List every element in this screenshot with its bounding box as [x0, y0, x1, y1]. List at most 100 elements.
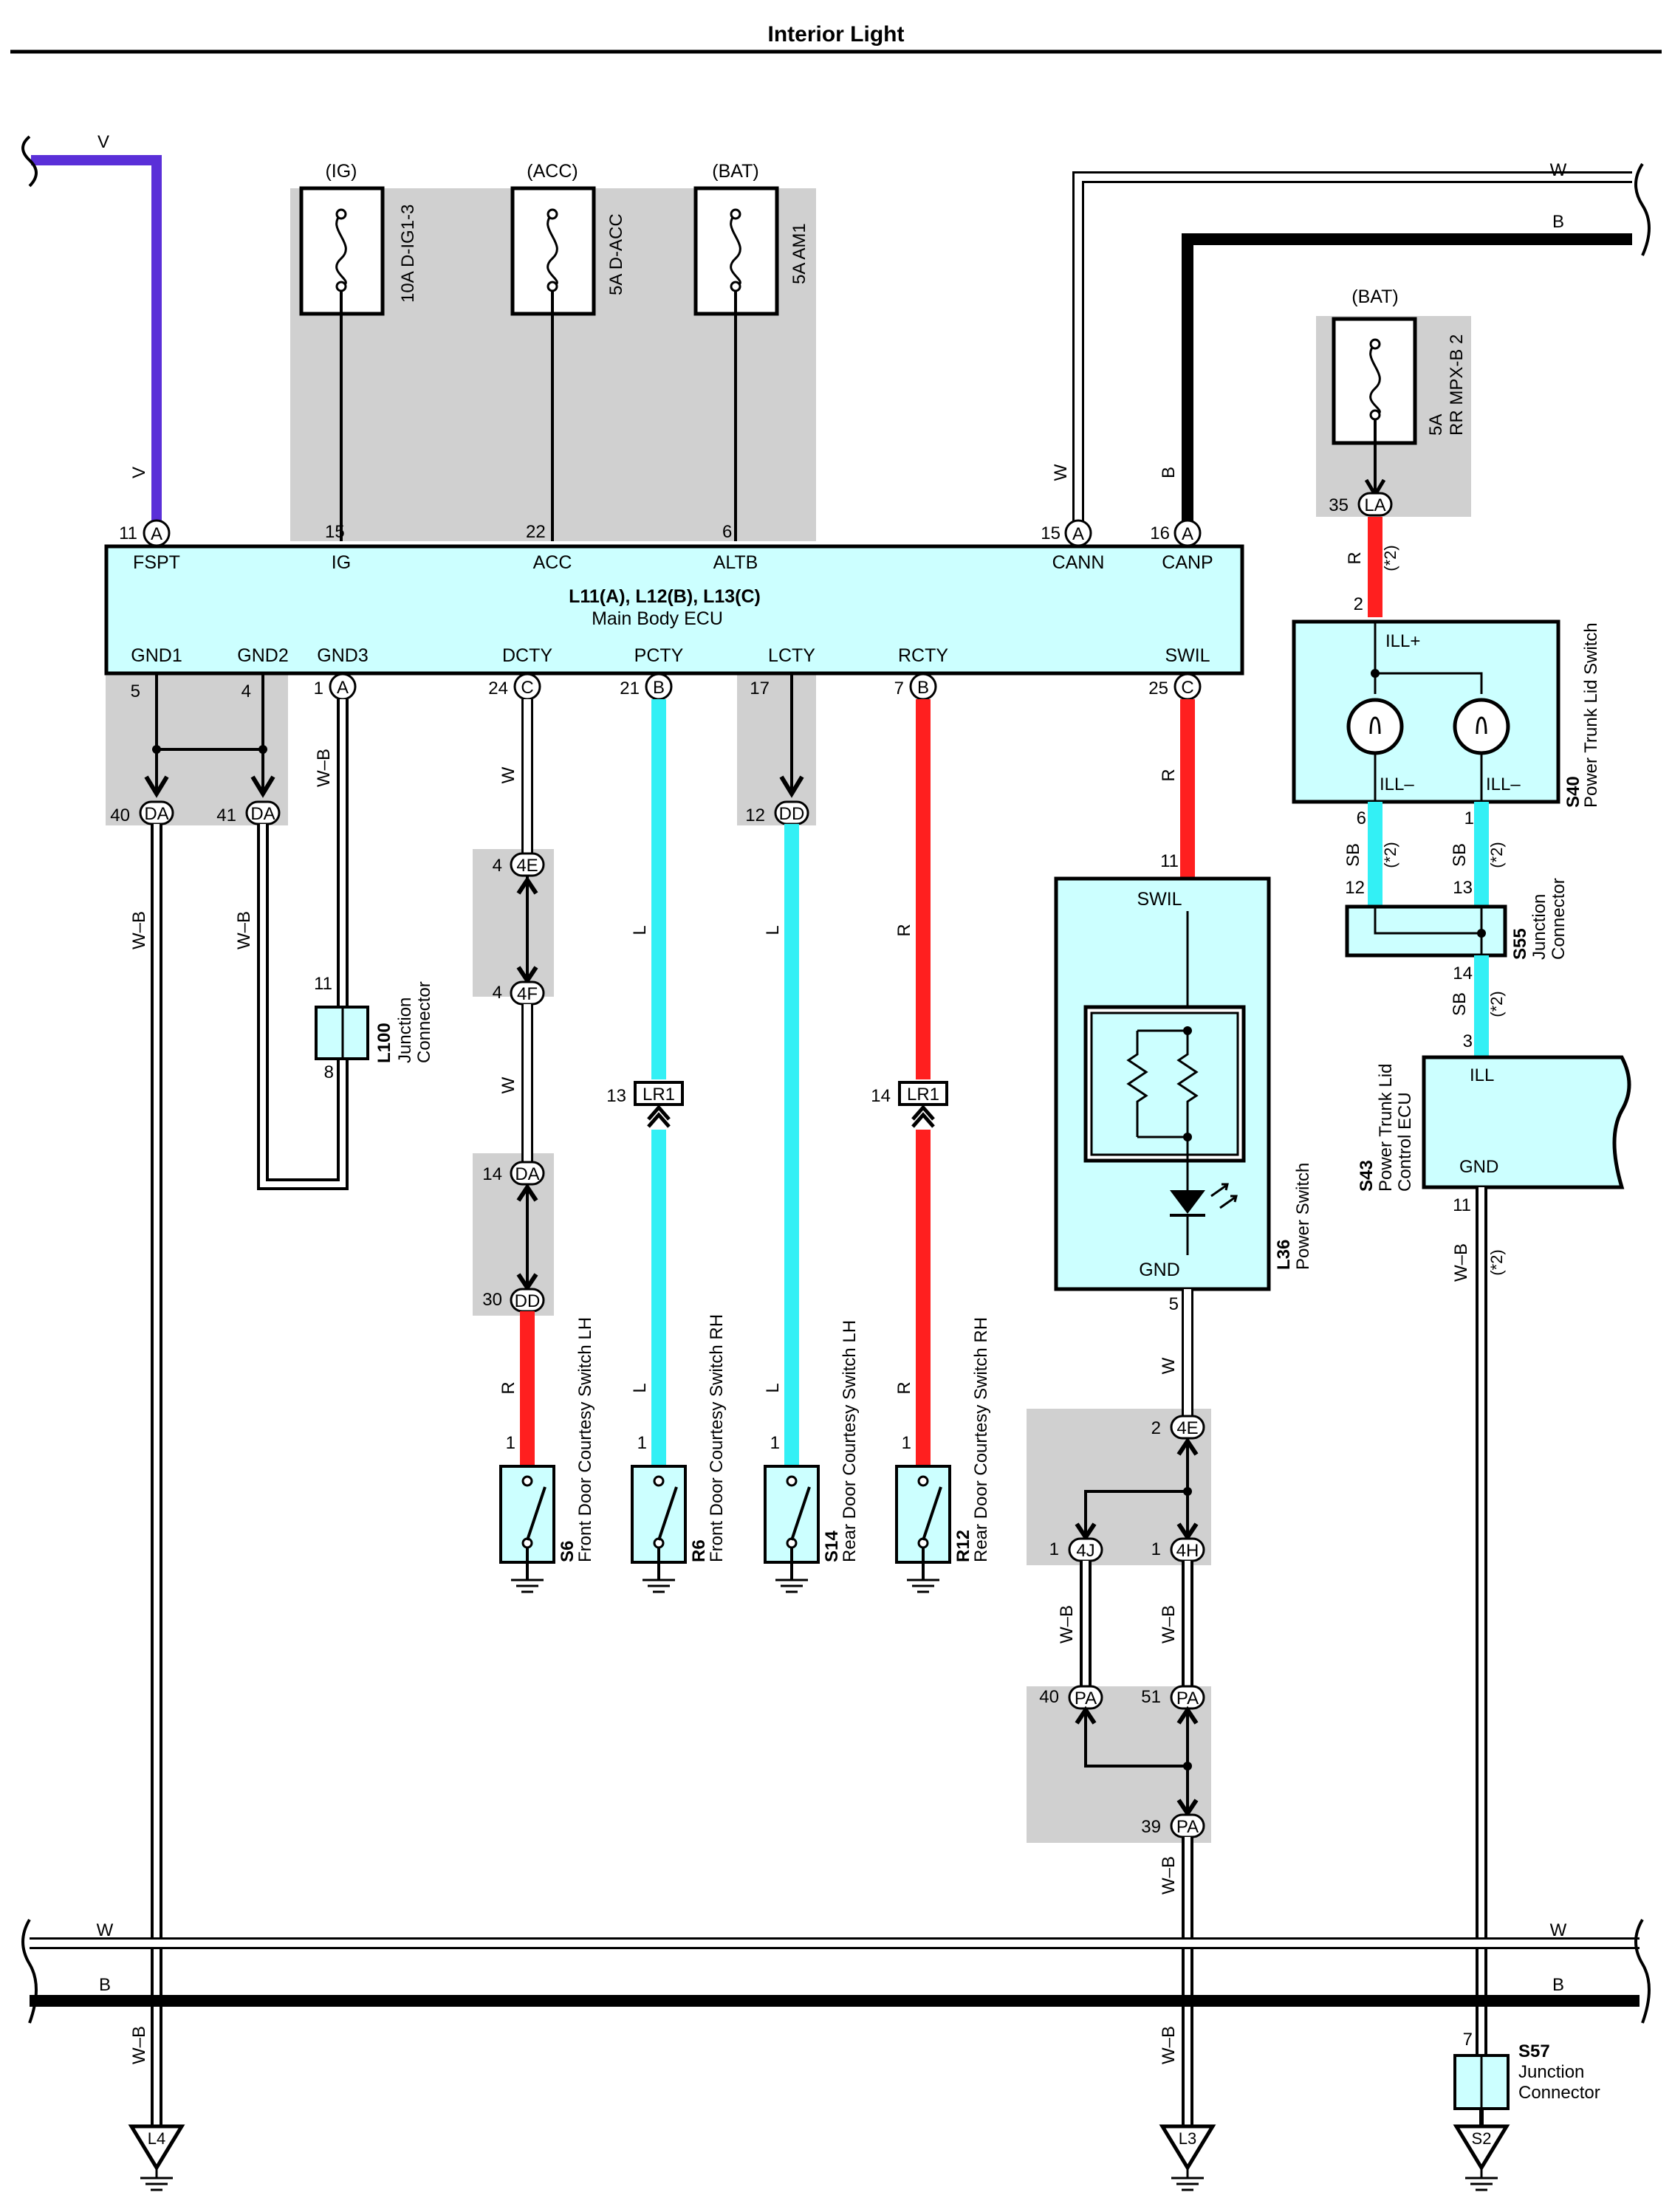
switch-s6: 1 S6 Front Door Courtesy Switch LH — [499, 1317, 595, 1593]
svg-text:DA: DA — [250, 804, 275, 824]
ground-l4: L4 — [128, 2124, 185, 2191]
svg-text:GND2: GND2 — [237, 645, 288, 666]
svg-text:PA: PA — [1075, 1689, 1097, 1708]
svg-text:(*2): (*2) — [1381, 545, 1399, 571]
wire-s43-gnd: 11 W–B (*2) 7 — [1451, 1187, 1506, 2055]
svg-text:2: 2 — [1151, 1418, 1161, 1438]
svg-text:7: 7 — [894, 679, 904, 698]
svg-text:S57: S57 — [1518, 2041, 1550, 2061]
svg-text:S55: S55 — [1510, 928, 1530, 960]
svg-text:A: A — [151, 524, 162, 544]
svg-text:GND: GND — [1139, 1260, 1180, 1280]
svg-text:DCTY: DCTY — [502, 645, 552, 666]
svg-text:Front Door Courtesy Switch LH: Front Door Courtesy Switch LH — [575, 1317, 595, 1562]
svg-text:Connector: Connector — [1549, 878, 1569, 960]
junction-connector-l100: 11 8 L100 Junction Connector — [314, 974, 434, 1082]
svg-text:S14: S14 — [822, 1531, 842, 1562]
svg-text:Power Switch: Power Switch — [1293, 1163, 1313, 1270]
svg-text:(*2): (*2) — [1487, 1249, 1506, 1275]
svg-text:W: W — [1550, 1920, 1567, 1940]
wire-fspt: V V — [21, 132, 162, 524]
svg-text:15: 15 — [1041, 523, 1061, 543]
svg-text:FSPT: FSPT — [133, 552, 180, 573]
svg-text:V: V — [97, 132, 109, 152]
svg-text:W: W — [1051, 464, 1071, 481]
ecu-code: L11(A), L12(B), L13(C) — [569, 586, 761, 607]
wire-rcty: R 14 LR1 R — [871, 699, 948, 1466]
svg-text:35: 35 — [1329, 495, 1349, 515]
svg-text:(ACC): (ACC) — [527, 161, 578, 182]
svg-text:W–B: W–B — [1159, 1856, 1179, 1895]
svg-text:W–B: W–B — [1451, 1243, 1471, 1282]
svg-text:A: A — [337, 678, 349, 698]
svg-text:GND: GND — [1459, 1157, 1498, 1177]
ground-s2: S2 — [1453, 2124, 1510, 2191]
svg-text:A: A — [1182, 524, 1193, 544]
svg-text:11: 11 — [314, 974, 332, 994]
svg-text:1: 1 — [770, 1433, 780, 1453]
svg-text:PCTY: PCTY — [634, 645, 684, 666]
junction-connector-s57: S57 Junction Connector — [1453, 2041, 1600, 2126]
svg-text:6: 6 — [1357, 808, 1366, 828]
svg-text:51: 51 — [1141, 1687, 1161, 1707]
svg-text:5A AM1: 5A AM1 — [789, 223, 809, 284]
svg-text:39: 39 — [1141, 1817, 1161, 1837]
svg-text:13: 13 — [606, 1086, 626, 1106]
svg-text:4: 4 — [241, 681, 251, 701]
bottom-bus: W B W B — [21, 1918, 1651, 2024]
svg-text:14: 14 — [482, 1164, 502, 1184]
svg-text:4: 4 — [493, 983, 502, 1003]
svg-text:L3: L3 — [1179, 2129, 1196, 2148]
svg-text:L100: L100 — [374, 1023, 394, 1063]
svg-text:R: R — [498, 1381, 518, 1394]
wire-s40-to-s55: 6 1 SB (*2) SB (*2) 12 13 — [1343, 802, 1506, 907]
svg-text:Front Door Courtesy Switch RH: Front Door Courtesy Switch RH — [707, 1314, 727, 1562]
svg-text:V: V — [129, 467, 149, 478]
svg-text:Junction: Junction — [1529, 894, 1549, 960]
svg-text:3: 3 — [1463, 1031, 1473, 1051]
switch-r6: 1 R6 Front Door Courtesy Switch RH — [631, 1314, 727, 1593]
svg-text:8: 8 — [324, 1062, 334, 1082]
svg-text:LA: LA — [1364, 495, 1385, 515]
svg-text:1: 1 — [1464, 808, 1474, 828]
svg-text:ILL–: ILL– — [1380, 774, 1414, 794]
wire-pcty: L 13 LR1 L — [606, 699, 684, 1466]
svg-text:SB: SB — [1450, 843, 1470, 867]
svg-text:Rear Door Courtesy Switch RH: Rear Door Courtesy Switch RH — [971, 1317, 991, 1562]
svg-text:Power Trunk Lid Switch: Power Trunk Lid Switch — [1581, 622, 1601, 808]
svg-text:ACC: ACC — [533, 552, 572, 573]
svg-text:(*2): (*2) — [1381, 842, 1399, 868]
svg-text:IG: IG — [332, 552, 351, 573]
svg-text:W: W — [97, 1920, 114, 1940]
switch-s14: 1 S14 Rear Door Courtesy Switch LH — [764, 1320, 860, 1593]
svg-text:RCTY: RCTY — [898, 645, 948, 666]
svg-text:RR MPX-B 2: RR MPX-B 2 — [1447, 334, 1467, 436]
svg-text:B: B — [99, 1975, 111, 1995]
svg-text:L: L — [630, 1383, 650, 1392]
svg-text:R: R — [1345, 552, 1365, 564]
svg-text:Connector: Connector — [1518, 2083, 1600, 2103]
svg-text:CANN: CANN — [1052, 552, 1105, 573]
svg-text:1: 1 — [637, 1433, 647, 1453]
ground-l3: L3 — [1159, 2124, 1216, 2191]
svg-text:DD: DD — [515, 1291, 541, 1311]
svg-text:4: 4 — [493, 856, 502, 876]
svg-text:W–B: W–B — [1159, 2026, 1179, 2064]
svg-text:W–B: W–B — [129, 2026, 149, 2064]
svg-text:1: 1 — [506, 1433, 515, 1453]
svg-text:DA: DA — [144, 804, 168, 824]
svg-text:W: W — [1159, 1357, 1179, 1374]
svg-text:5A: 5A — [1426, 414, 1446, 436]
svg-text:GND3: GND3 — [317, 645, 368, 666]
svg-text:R12: R12 — [953, 1530, 973, 1562]
svg-text:11: 11 — [1160, 851, 1179, 871]
svg-text:12: 12 — [1345, 878, 1365, 898]
svg-text:R: R — [1159, 769, 1179, 781]
svg-text:ILL–: ILL– — [1486, 774, 1521, 794]
svg-text:W–B: W–B — [1159, 1605, 1179, 1643]
power-switch-l36: SWIL GND L36 Power Switch — [1054, 876, 1313, 1291]
wire-break-top-right — [1634, 162, 1651, 256]
svg-text:Junction: Junction — [395, 997, 415, 1063]
svg-text:L36: L36 — [1274, 1240, 1294, 1270]
